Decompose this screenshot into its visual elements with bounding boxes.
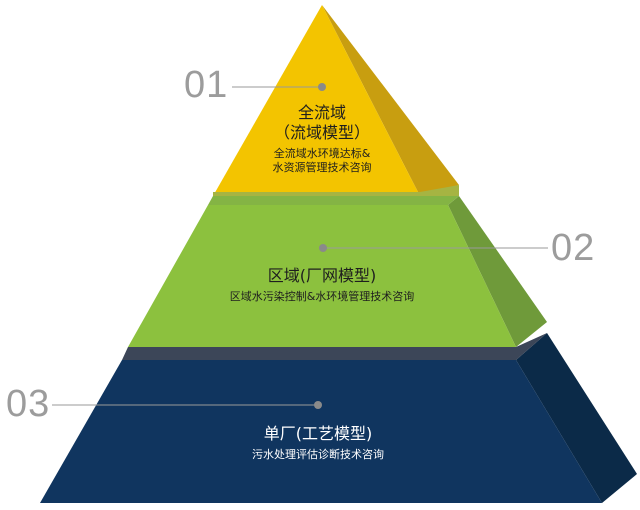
tier-3-subtitle: 污水处理评估诊断技术咨询	[252, 448, 384, 461]
tier-1-subtitle-line2: 水资源管理技术咨询	[272, 160, 372, 174]
tier-1-title-line2: （流域模型）	[273, 123, 370, 142]
tier-2-subtitle: 区域水污染控制&水环境管理技术咨询	[229, 290, 415, 303]
tier-1-face	[213, 5, 420, 196]
tier-3-face	[40, 360, 602, 503]
leader-dot-03	[314, 401, 322, 409]
tier-2-side	[448, 196, 547, 347]
leader-dot-02	[319, 244, 327, 252]
tier-3-side	[516, 333, 637, 503]
tier-2-title: 区域(厂网模型)	[267, 266, 377, 285]
leader-dot-01	[318, 83, 326, 91]
tier-2-face	[128, 205, 516, 347]
tier-1-title: 全流域	[297, 103, 346, 122]
tier-1-label: 全流域 （流域模型） 全流域水环境达标& 水资源管理技术咨询	[273, 103, 372, 175]
tier-1-side	[322, 5, 459, 196]
tier-2-band	[208, 196, 459, 205]
tier-1-band	[213, 185, 459, 196]
tier-3-number: 03	[6, 383, 51, 425]
tier-3-band	[122, 333, 547, 360]
tier-3-title: 单厂(工艺模型)	[263, 424, 373, 443]
tier-1-subtitle: 全流域水环境达标&	[273, 147, 371, 160]
tier-2-label: 区域(厂网模型) 区域水污染控制&水环境管理技术咨询	[230, 266, 415, 304]
tier-1-number: 01	[184, 64, 229, 106]
tier-2-number: 02	[551, 227, 596, 269]
tier-3-label: 单厂(工艺模型) 污水处理评估诊断技术咨询	[252, 424, 384, 462]
